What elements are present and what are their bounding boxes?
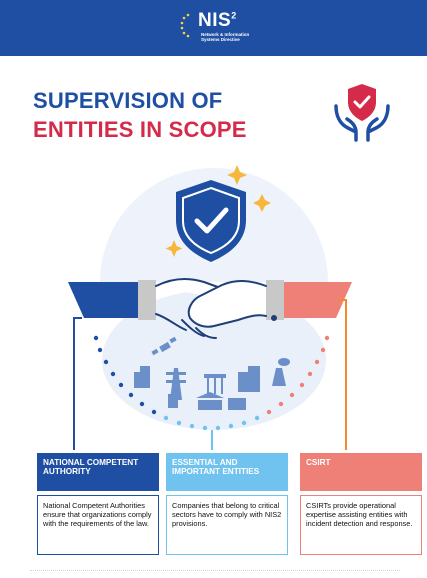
eu-stars-icon [180, 13, 190, 38]
background-glow [102, 290, 326, 430]
connector-csirt [338, 299, 347, 450]
hands-shield-icon [334, 84, 390, 142]
title-line-1: SUPERVISION OF [33, 88, 223, 113]
logo-text: NIS2 [198, 10, 237, 31]
sparkle-icon [165, 165, 271, 257]
header-bar: NIS2 Network & Information Systems Direc… [0, 0, 427, 56]
power-plant-icon [166, 368, 186, 400]
factory-icon [272, 358, 290, 386]
salmon-cuff [266, 280, 284, 320]
card-csirt: CSIRT CSIRTs provide operational experti… [300, 453, 422, 555]
nis2-logo: NIS2 Network & Information Systems Direc… [180, 8, 270, 50]
hospital-icon [134, 366, 150, 388]
card-entities: ESSENTIAL AND IMPORTANT ENTITIES Compani… [166, 453, 288, 555]
title-line-2: ENTITIES IN SCOPE [33, 117, 247, 142]
card-heading: ESSENTIAL AND IMPORTANT ENTITIES [166, 453, 288, 491]
airport-icon [204, 374, 226, 394]
card-national-authority: NATIONAL COMPETENT AUTHORITY National Co… [37, 453, 159, 555]
connector-authority [73, 317, 82, 450]
shield-check-icon [176, 180, 246, 262]
page-title: SUPERVISION OF ENTITIES IN SCOPE [33, 86, 247, 144]
card-body: National Competent Authorities ensure th… [37, 495, 159, 555]
handshake-icon [155, 277, 267, 339]
satellite-icon [151, 336, 177, 356]
blue-sleeve [68, 282, 138, 318]
bank-icon [196, 392, 224, 410]
city-skyline [134, 336, 290, 410]
card-heading: NATIONAL COMPETENT AUTHORITY [37, 453, 159, 491]
dotted-arc [93, 335, 330, 431]
card-body: Companies that belong to critical sector… [166, 495, 288, 555]
blue-cuff [138, 280, 156, 320]
footer-divider [30, 570, 400, 572]
card-heading: CSIRT [300, 453, 422, 491]
card-body: CSIRTs provide operational expertise ass… [300, 495, 422, 555]
salmon-sleeve [282, 282, 352, 318]
hero-illustration [68, 165, 352, 450]
logo-subtitle: Network & Information Systems Directive [201, 32, 250, 42]
